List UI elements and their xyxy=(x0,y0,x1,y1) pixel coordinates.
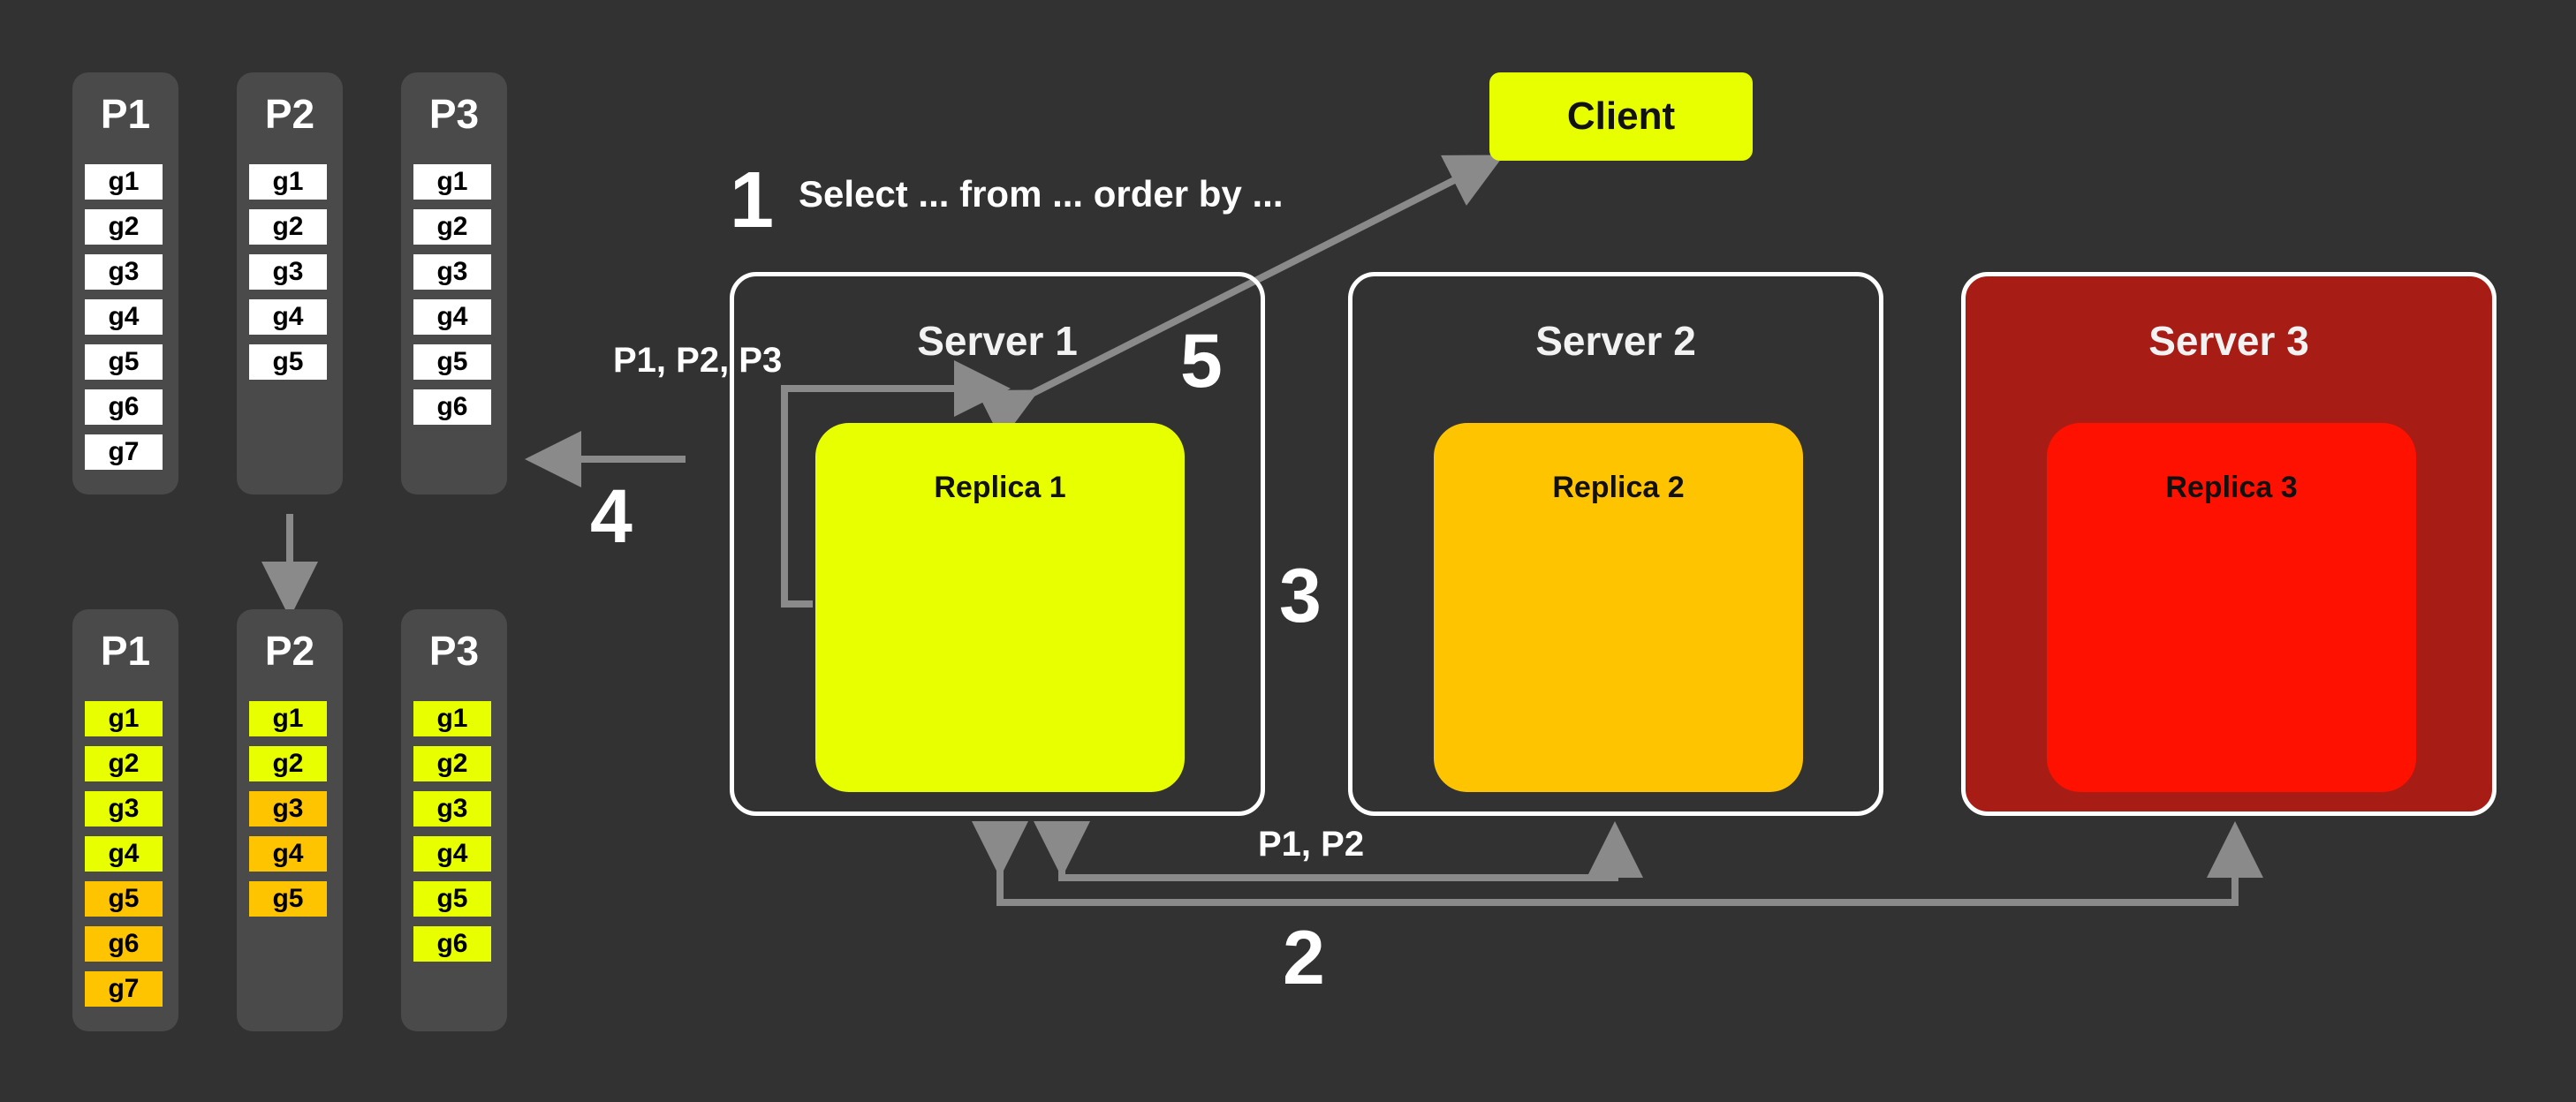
group-cell: g5 xyxy=(413,344,491,380)
server-2: Server 2 Replica 2 xyxy=(1348,272,1883,816)
group-cell: g2 xyxy=(413,209,491,245)
group-cell: g5 xyxy=(249,881,327,917)
step-4-number: 4 xyxy=(590,474,633,559)
replica-2: Replica 2 xyxy=(1434,423,1803,792)
step-5-number: 5 xyxy=(1180,319,1223,404)
group-cell: g2 xyxy=(249,746,327,781)
partition-column: P2 g1 g2 g3 g4 g5 xyxy=(237,609,343,1031)
group-cell: g7 xyxy=(85,434,163,470)
partition-subset-label: P1, P2 xyxy=(1258,825,1365,864)
partition-label: P1 xyxy=(100,628,151,674)
replica-title: Replica 1 xyxy=(934,471,1066,504)
group-cell: g4 xyxy=(85,299,163,335)
group-cell: g5 xyxy=(413,881,491,917)
group-cell: g6 xyxy=(85,389,163,425)
server-title: Server 3 xyxy=(2148,318,2309,364)
replica-1: Replica 1 xyxy=(815,423,1185,792)
group-cell: g1 xyxy=(249,701,327,736)
partition-column: P1 g1 g2 g3 g4 g5 g6 g7 xyxy=(72,609,178,1031)
group-cell: g3 xyxy=(85,791,163,826)
partition-label: P3 xyxy=(428,91,480,137)
group-cell: g5 xyxy=(85,344,163,380)
group-cell: g4 xyxy=(413,836,491,872)
group-cell: g3 xyxy=(249,791,327,826)
replica-title: Replica 2 xyxy=(1552,471,1685,504)
group-cell: g1 xyxy=(413,164,491,200)
client-box: Client xyxy=(1489,72,1753,161)
group-cell: g6 xyxy=(85,926,163,962)
group-cell: g6 xyxy=(413,926,491,962)
server-1: Server 1 Replica 1 xyxy=(730,272,1265,816)
replica-title: Replica 3 xyxy=(2165,471,2298,504)
local-loop-arrow xyxy=(781,360,1011,608)
partition-label: P2 xyxy=(264,628,315,674)
partition-label: P2 xyxy=(264,91,315,137)
partition-list-label: P1, P2, P3 xyxy=(613,341,783,380)
server-title: Server 1 xyxy=(917,318,1078,364)
server3-connector xyxy=(972,821,2263,906)
group-cell: g4 xyxy=(249,836,327,872)
server-3: Server 3 Replica 3 xyxy=(1961,272,2496,816)
group-cell: g2 xyxy=(85,209,163,245)
group-cell: g2 xyxy=(413,746,491,781)
group-cell: g3 xyxy=(413,254,491,290)
group-cell: g1 xyxy=(249,164,327,200)
group-cell: g3 xyxy=(249,254,327,290)
group-cell: g5 xyxy=(249,344,327,380)
group-cell: g3 xyxy=(85,254,163,290)
server-title: Server 2 xyxy=(1535,318,1696,364)
group-cell: g1 xyxy=(85,164,163,200)
query-text: Select ... from ... order by ... xyxy=(799,173,1284,215)
group-cell: g6 xyxy=(413,389,491,425)
group-cell: g4 xyxy=(413,299,491,335)
partition-column: P1 g1 g2 g3 g4 g5 g6 g7 xyxy=(72,72,178,494)
group-cell: g4 xyxy=(85,836,163,872)
group-cell: g2 xyxy=(249,209,327,245)
group-cell: g7 xyxy=(85,971,163,1007)
step-3-number: 3 xyxy=(1279,554,1322,638)
partition-label: P3 xyxy=(428,628,480,674)
replica-3: Replica 3 xyxy=(2047,423,2416,792)
group-cell: g1 xyxy=(413,701,491,736)
partition-column: P3 g1 g2 g3 g4 g5 g6 xyxy=(401,72,507,494)
group-cell: g3 xyxy=(413,791,491,826)
partition-column: P3 g1 g2 g3 g4 g5 g6 xyxy=(401,609,507,1031)
step-2-number: 2 xyxy=(1283,916,1325,1000)
group-cell: g2 xyxy=(85,746,163,781)
step-1-number: 1 xyxy=(730,156,775,245)
group-cell: g5 xyxy=(85,881,163,917)
group-cell: g1 xyxy=(85,701,163,736)
group-cell: g4 xyxy=(249,299,327,335)
partition-label: P1 xyxy=(100,91,151,137)
partition-column: P2 g1 g2 g3 g4 g5 xyxy=(237,72,343,494)
